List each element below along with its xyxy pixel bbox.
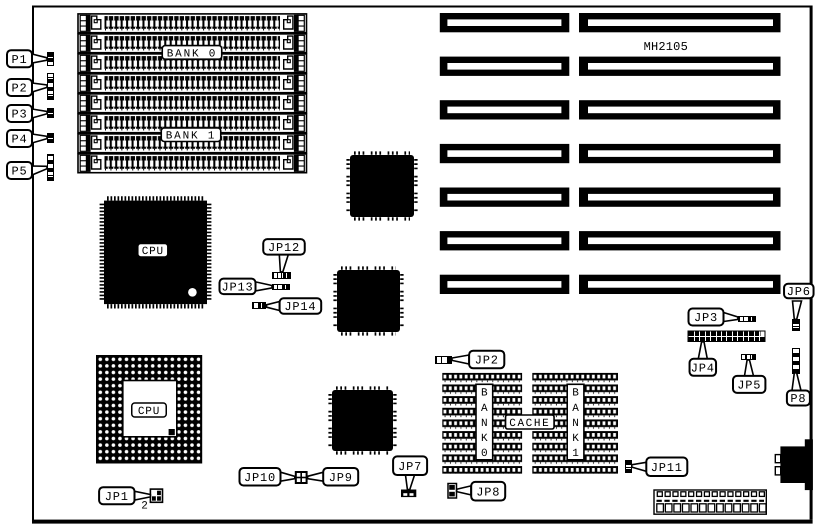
svg-text:JP5: JP5 (737, 379, 761, 393)
svg-text:P4: P4 (11, 133, 27, 147)
svg-text:JP12: JP12 (268, 241, 300, 255)
svg-text:BANK 1: BANK 1 (166, 131, 216, 143)
svg-text:JP7: JP7 (398, 460, 422, 474)
svg-text:B: B (572, 388, 579, 400)
svg-text:CPU: CPU (142, 246, 164, 258)
svg-text:B: B (481, 388, 488, 400)
svg-text:JP8: JP8 (476, 485, 500, 499)
svg-text:0: 0 (481, 448, 488, 460)
svg-text:N: N (572, 418, 579, 430)
svg-text:JP1: JP1 (105, 490, 129, 504)
svg-text:JP9: JP9 (329, 471, 353, 485)
svg-text:P2: P2 (11, 82, 27, 96)
svg-text:JP10: JP10 (244, 471, 276, 485)
svg-text:N: N (481, 418, 488, 430)
svg-text:P5: P5 (11, 165, 27, 179)
svg-text:BANK 0: BANK 0 (167, 48, 217, 60)
svg-text:K: K (572, 433, 579, 445)
svg-text:P1: P1 (11, 53, 27, 67)
svg-text:K: K (481, 433, 488, 445)
svg-text:P3: P3 (11, 108, 27, 122)
svg-text:JP4: JP4 (691, 362, 715, 376)
svg-text:CACHE: CACHE (509, 418, 550, 430)
svg-text:JP14: JP14 (284, 300, 316, 314)
svg-text:JP6: JP6 (787, 285, 811, 299)
svg-text:A: A (572, 403, 579, 415)
svg-text:JP3: JP3 (694, 311, 718, 325)
svg-text:JP13: JP13 (221, 281, 253, 295)
svg-text:JP11: JP11 (651, 461, 683, 475)
svg-text:1: 1 (572, 448, 579, 460)
svg-text:MH2105: MH2105 (644, 40, 688, 54)
svg-text:A: A (481, 403, 488, 415)
svg-text:JP2: JP2 (475, 354, 499, 368)
svg-text:P8: P8 (790, 392, 806, 406)
svg-text:2: 2 (141, 500, 148, 512)
svg-text:CPU: CPU (138, 406, 160, 418)
